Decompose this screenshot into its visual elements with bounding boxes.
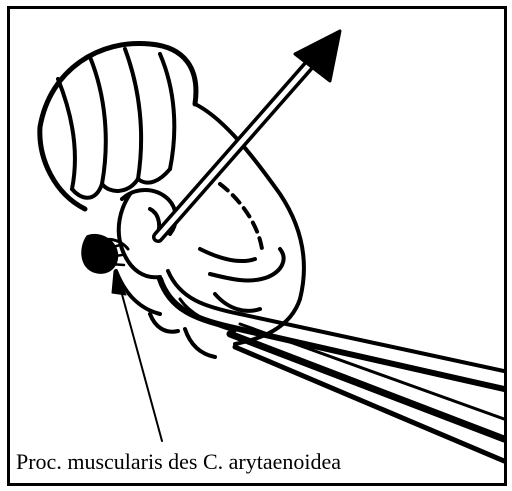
label-leader-line — [112, 271, 162, 441]
figure-caption: Proc. muscularis des C. arytaenoidea — [16, 450, 341, 474]
larynx-illustration — [10, 9, 504, 483]
trachea-drawing — [40, 43, 196, 209]
figure-frame: Proc. muscularis des C. arytaenoidea — [7, 6, 507, 486]
forceps-drawing — [160, 271, 504, 461]
